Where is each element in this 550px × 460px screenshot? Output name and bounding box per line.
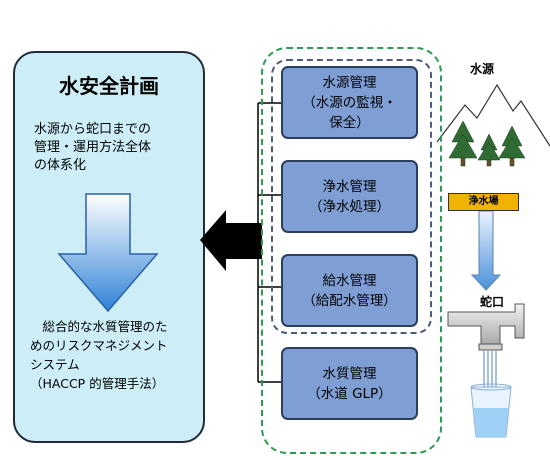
purification-management-box: 浄水管理 （浄水処理） (281, 160, 418, 233)
faucet-icon (447, 303, 525, 351)
tree-icon (477, 133, 501, 167)
left-arrow-icon (200, 210, 262, 271)
plan-description-line: の体系化 (34, 158, 87, 173)
source-management-text: 水源管理 （水源の監視・ 保全） (302, 74, 397, 131)
quality-management-box: 水質管理 （水道 GLP） (281, 347, 418, 420)
plan-result-line: システム (30, 357, 80, 372)
source-management-box: 水源管理 （水源の監視・ 保全） (281, 66, 418, 139)
supply-management-text: 給水管理 （給配水管理） (302, 272, 397, 309)
purification-management-text: 浄水管理 （浄水処理） (309, 178, 390, 215)
supply-management-box: 給水管理 （給配水管理） (281, 254, 418, 327)
tree-icon (498, 125, 526, 167)
inner-dashed-frame (271, 59, 432, 334)
plan-description: 水源から蛇口までの 管理・運用方法全体 の体系化 (34, 121, 204, 175)
purification-plant-label: 浄水場 (448, 193, 519, 211)
water-source-label: 水源 (470, 62, 495, 76)
plan-description-line: 管理・運用方法全体 (34, 140, 152, 155)
plan-result-line: めのリスクマネジメント (30, 338, 168, 353)
plan-result-line: （HACCP 的管理手法） (30, 376, 165, 391)
down-arrow-icon (57, 193, 159, 313)
outer-dashed-frame (261, 47, 442, 454)
glass-icon (470, 383, 512, 438)
plan-result: 総合的な水質管理のた めのリスクマネジメント システム （HACCP 的管理手法… (30, 317, 202, 393)
plan-description-line: 水源から蛇口までの (34, 122, 152, 137)
plan-result-line: 総合的な水質管理のた (30, 319, 168, 334)
quality-management-text: 水質管理 （水道 GLP） (307, 365, 392, 402)
tap-label: 蛇口 (480, 295, 505, 309)
flow-arrow-icon (470, 210, 502, 291)
tree-icon (448, 120, 478, 167)
plan-title: 水安全計画 (59, 74, 159, 98)
mountain-icon (436, 83, 550, 147)
